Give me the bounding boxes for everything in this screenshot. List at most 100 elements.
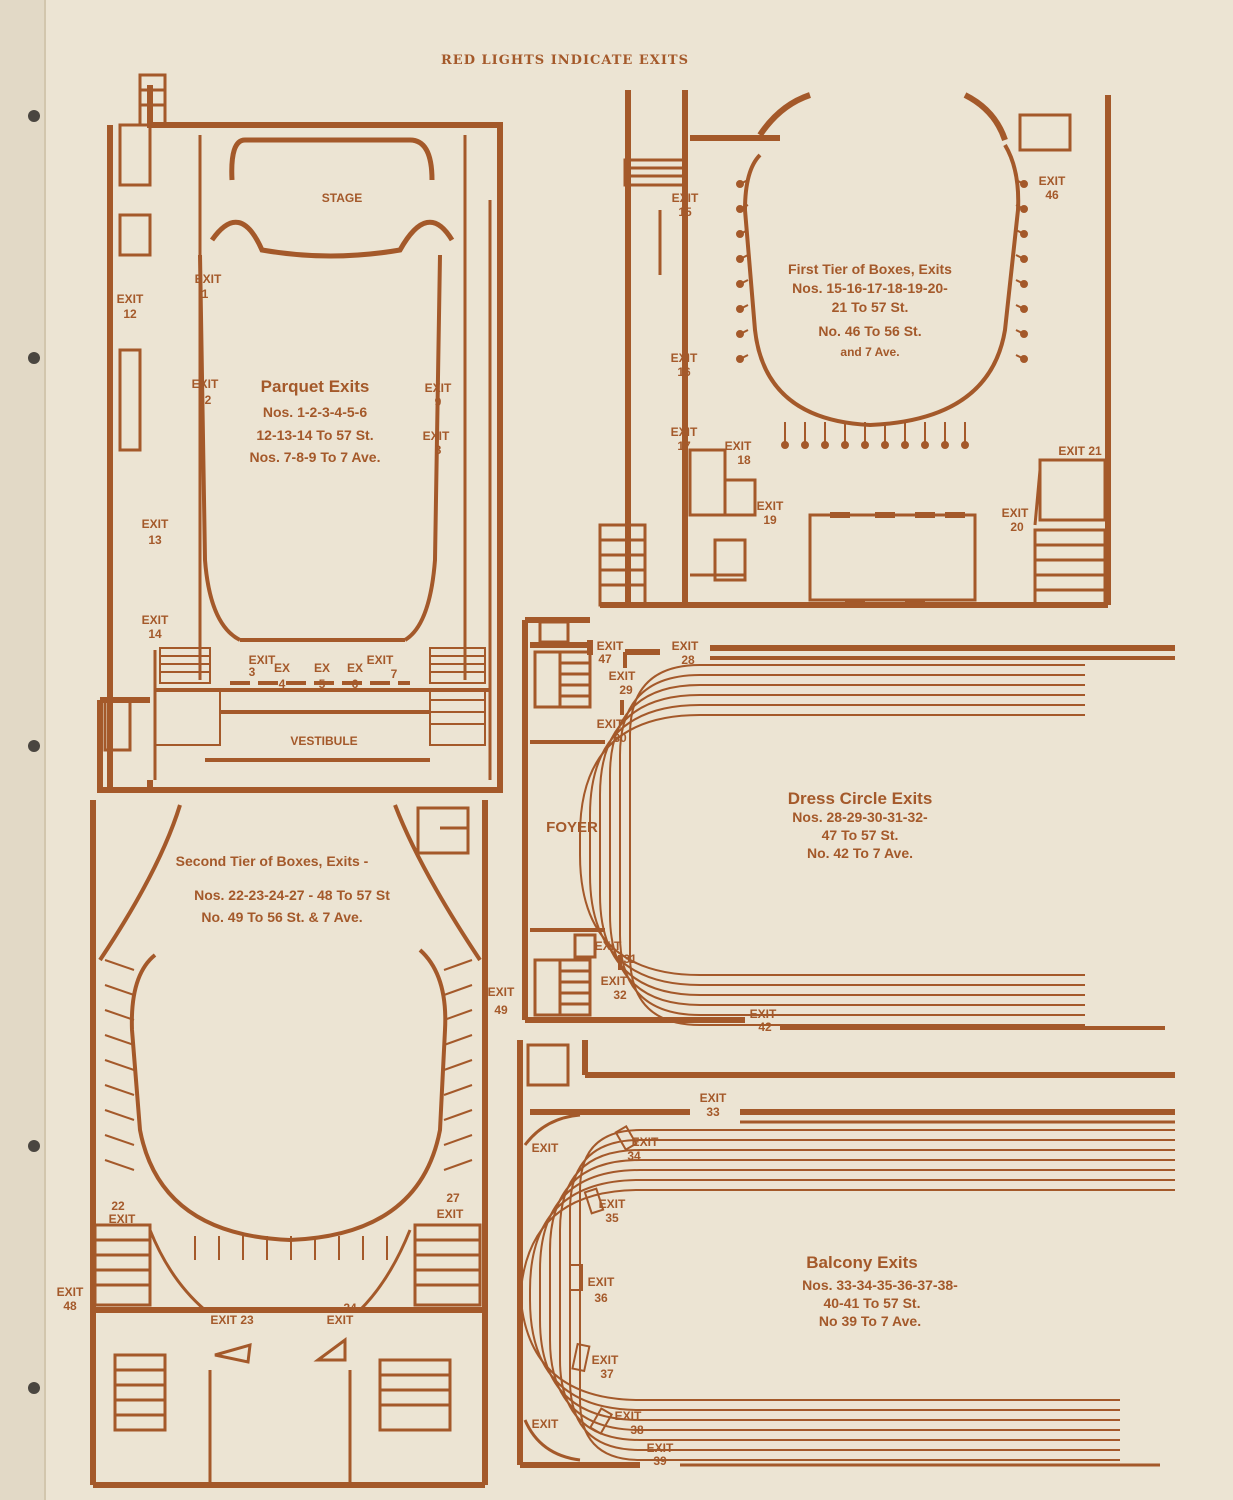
exit-label: EXIT [532, 1141, 559, 1155]
exit-number: 46 [1045, 188, 1059, 202]
first-tier-line: Nos. 15-16-17-18-19-20- [792, 280, 948, 296]
box-partition-end [1020, 205, 1028, 213]
first-tier-plan: First Tier of Boxes, Exits Nos. 15-16-17… [598, 90, 1111, 608]
exit-number: 39 [653, 1454, 667, 1468]
exit-label: EXIT [367, 653, 394, 667]
box-partition-end [736, 230, 744, 238]
box-partition-end [1020, 355, 1028, 363]
box-partition [104, 984, 135, 996]
binding-hole [28, 740, 40, 752]
vestibule-label: VESTIBULE [290, 734, 357, 748]
exit-label: EXIT [615, 1409, 642, 1423]
exit-number: 12 [123, 307, 137, 321]
exit-label: EXIT [532, 1417, 559, 1431]
box-partition [104, 1109, 135, 1121]
exit-number: 30 [613, 731, 627, 745]
exit-number: 18 [737, 453, 751, 467]
seating-row [609, 684, 1085, 1006]
exit-label: EXIT [592, 1353, 619, 1367]
box-partition [104, 1059, 135, 1071]
exit-number: 47 [598, 652, 612, 666]
second-tier-box-partitions [104, 959, 473, 1260]
stage-label: STAGE [322, 191, 362, 205]
box-partition [104, 1034, 135, 1046]
seating-row [529, 1179, 1175, 1411]
first-tier-line: No. 46 To 56 St. [818, 323, 921, 339]
first-tier-line: and 7 Ave. [840, 345, 899, 359]
exit-number: 22 [111, 1199, 125, 1213]
second-tier-line: Nos. 22-23-24-27 - 48 To 57 St [194, 887, 390, 903]
balcony-line: Nos. 33-34-35-36-37-38- [802, 1277, 958, 1293]
exit-label: EXIT [700, 1091, 727, 1105]
exit-label: EXIT [1002, 506, 1029, 520]
seating-row [579, 1129, 1175, 1461]
second-tier-title: Second Tier of Boxes, Exits - [176, 853, 369, 869]
exit-number: 27 [446, 1191, 460, 1205]
first-tier-title: First Tier of Boxes, Exits [788, 261, 952, 277]
foyer-label: FOYER [546, 819, 598, 836]
exit-number: 8 [435, 443, 442, 457]
exit-label: EXIT [109, 1212, 136, 1226]
exit-number: 2 [205, 393, 212, 407]
exit-number: 42 [758, 1020, 772, 1034]
exit-number: 34 [627, 1149, 641, 1163]
exit-label: EX [347, 661, 363, 675]
box-partition [104, 1159, 135, 1171]
balcony-line: No 39 To 7 Ave. [819, 1313, 921, 1329]
exit-number: 16 [677, 365, 691, 379]
parquet-stairs [154, 647, 486, 746]
page-heading: RED LIGHTS INDICATE EXITS [441, 53, 689, 68]
exit-number: 14 [148, 627, 162, 641]
seating-row [539, 1169, 1175, 1421]
exit-number: 1 [202, 287, 209, 301]
exit-label: EXIT [750, 1007, 777, 1021]
box-partition-end [736, 355, 744, 363]
seating-row [599, 694, 1085, 996]
box-partition-end [941, 441, 949, 449]
exit-number: 7 [391, 667, 398, 681]
parquet-auditorium [198, 254, 442, 642]
box-partition-end [801, 441, 809, 449]
box-partition-end [821, 441, 829, 449]
exit-label: EXIT [437, 1207, 464, 1221]
exit-number: 24 [343, 1301, 357, 1315]
box-partition-end [901, 441, 909, 449]
box-partition-end [1020, 280, 1028, 288]
second-tier-line: No. 49 To 56 St. & 7 Ave. [201, 909, 362, 925]
box-partition-end [736, 180, 744, 188]
exit-label: EXIT [757, 499, 784, 513]
dress-circle-line: Nos. 28-29-30-31-32- [792, 809, 928, 825]
balcony-title: Balcony Exits [806, 1253, 918, 1272]
exit-number: 15 [678, 205, 692, 219]
parquet-line: 12-13-14 To 57 St. [256, 427, 373, 443]
second-tier-stairs [93, 806, 482, 1485]
exit-label: EXIT [57, 1285, 84, 1299]
exit-number: 33 [706, 1105, 720, 1119]
exit-label: EXIT [1039, 174, 1066, 188]
balcony-box-doors [569, 1124, 638, 1435]
exit-label: EXIT [601, 974, 628, 988]
parquet-title: Parquet Exits [261, 377, 370, 396]
exit-label: EXIT [195, 272, 222, 286]
balcony-line: 40-41 To 57 St. [823, 1295, 920, 1311]
box-partition-end [736, 330, 744, 338]
exit-label: EXIT [599, 1197, 626, 1211]
seating-row [559, 1149, 1175, 1441]
exit-label: EXIT [249, 653, 276, 667]
box-partition [443, 1034, 473, 1046]
exit-label: EXIT [423, 429, 450, 443]
exit-label: EX [274, 661, 290, 675]
exit-label: EXIT [425, 381, 452, 395]
dress-circle-title: Dress Circle Exits [788, 789, 933, 808]
exit-number: 32 [613, 988, 627, 1002]
exit-number: 17 [677, 439, 691, 453]
box-partition-end [1020, 230, 1028, 238]
exit-label: EXIT [142, 517, 169, 531]
exit-label: EXIT [588, 1275, 615, 1289]
parquet-stage [209, 137, 455, 259]
exit-number: 31 [623, 952, 637, 966]
exit-number: 38 [630, 1423, 644, 1437]
box-partition-end [1020, 305, 1028, 313]
seating-row [589, 704, 1085, 986]
